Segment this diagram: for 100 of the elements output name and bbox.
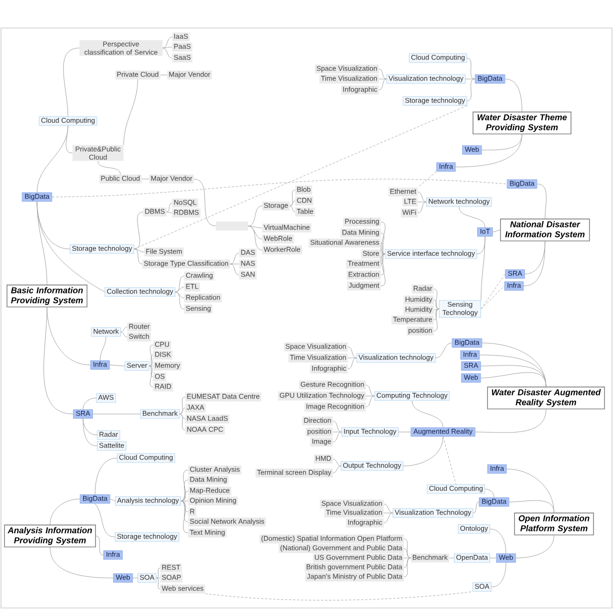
connector-line: [434, 308, 440, 320]
connector-line: [166, 212, 172, 214]
connector-line: [100, 336, 106, 361]
connector-line: [149, 366, 154, 388]
dashed-relation-line: [480, 274, 506, 310]
connector-line: [63, 48, 80, 117]
connector-line: [290, 206, 296, 212]
connector-line: [66, 125, 73, 154]
connector-line: [404, 538, 411, 558]
root-topic-box: Water Disaster Augmented Reality System: [487, 386, 605, 410]
connector-line: [378, 78, 387, 80]
connector-line: [175, 286, 184, 292]
connector-line: [82, 418, 98, 446]
connector-line: [50, 547, 114, 578]
connector-line: [434, 308, 440, 332]
connector-line: [156, 568, 160, 578]
connector-line: [332, 432, 342, 442]
connector-line: [180, 500, 188, 534]
connector-line: [123, 79, 138, 146]
connector-line: [482, 342, 546, 387]
connector-line: [402, 436, 444, 466]
connector-line: [160, 74, 168, 76]
connector-line: [180, 500, 188, 522]
connector-line: [504, 78, 522, 112]
connector-line: [134, 248, 144, 252]
connector-line: [248, 226, 262, 250]
blank-box: [216, 222, 248, 230]
dashed-relation-line: [442, 436, 456, 485]
connector-line: [491, 562, 506, 588]
connector-line: [466, 58, 476, 80]
connector-line: [332, 458, 342, 466]
connector-line: [378, 78, 387, 90]
connector-line: [149, 344, 154, 366]
dashed-relation-line: [52, 178, 508, 198]
connector-line: [366, 396, 375, 408]
connector-line: [120, 326, 128, 332]
connector-line: [480, 236, 486, 300]
connector-line: [384, 504, 393, 514]
connector-line: [332, 420, 342, 432]
connector-line: [230, 252, 240, 264]
connector-line: [230, 264, 240, 276]
connector-line: [179, 408, 186, 414]
connector-line: [434, 308, 440, 310]
connector-line: [348, 346, 357, 358]
connector-line: [96, 536, 104, 556]
connector-line: [435, 342, 452, 358]
connector-line: [536, 184, 547, 219]
root-topic-box: Open Information Platform System: [514, 512, 594, 536]
connector-line: [523, 241, 546, 286]
connector-line: [248, 226, 262, 228]
connector-line: [404, 558, 411, 578]
connector-line: [418, 192, 427, 202]
connector-line: [162, 48, 172, 58]
connector-line: [380, 254, 386, 276]
connector-line: [404, 558, 411, 568]
connector-line: [384, 512, 393, 524]
connector-line: [490, 528, 506, 554]
connector-line: [175, 292, 184, 298]
dashed-relation-line: [480, 286, 505, 310]
connector-line: [179, 414, 186, 430]
connector-line: [290, 190, 296, 206]
connector-line: [380, 242, 386, 254]
connector-line: [141, 178, 150, 180]
dashed-relation-line: [134, 105, 468, 250]
connector-line: [149, 354, 154, 366]
connector-line: [458, 206, 486, 228]
connector-line: [455, 134, 522, 168]
connector-line: [466, 78, 476, 102]
dashed-relation-line: [418, 171, 437, 188]
connector-line: [248, 206, 262, 226]
connector-line: [134, 212, 144, 250]
connector-line: [418, 202, 427, 214]
connector-line: [36, 201, 105, 292]
connector-line: [434, 300, 440, 310]
connector-line: [156, 578, 160, 590]
connector-line: [134, 248, 142, 264]
connector-line: [404, 548, 411, 558]
connector-line: [194, 178, 216, 226]
connector-line: [44, 307, 74, 414]
connector-line: [162, 46, 172, 48]
connector-line: [465, 78, 476, 80]
connector-line: [36, 201, 70, 250]
connector-line: [380, 232, 386, 254]
connector-line: [149, 366, 154, 378]
connector-line: [380, 254, 386, 286]
connector-line: [175, 276, 184, 292]
root-topic-box: Water Disaster Theme Providing System: [472, 112, 572, 134]
root-topic-box: Analysis Information Providing System: [4, 524, 96, 548]
connector-line: [348, 358, 357, 370]
connector-line: [179, 396, 186, 414]
connector-line: [506, 468, 554, 513]
connector-line: [378, 68, 387, 80]
connector-line: [366, 384, 375, 396]
connector-line: [412, 400, 444, 428]
connector-line: [109, 364, 125, 366]
connector-line: [180, 500, 188, 502]
root-topic-box: Basic Information Providing System: [6, 284, 88, 308]
connector-line: [380, 222, 386, 254]
connector-line: [384, 512, 393, 514]
connector-line: [290, 200, 296, 206]
